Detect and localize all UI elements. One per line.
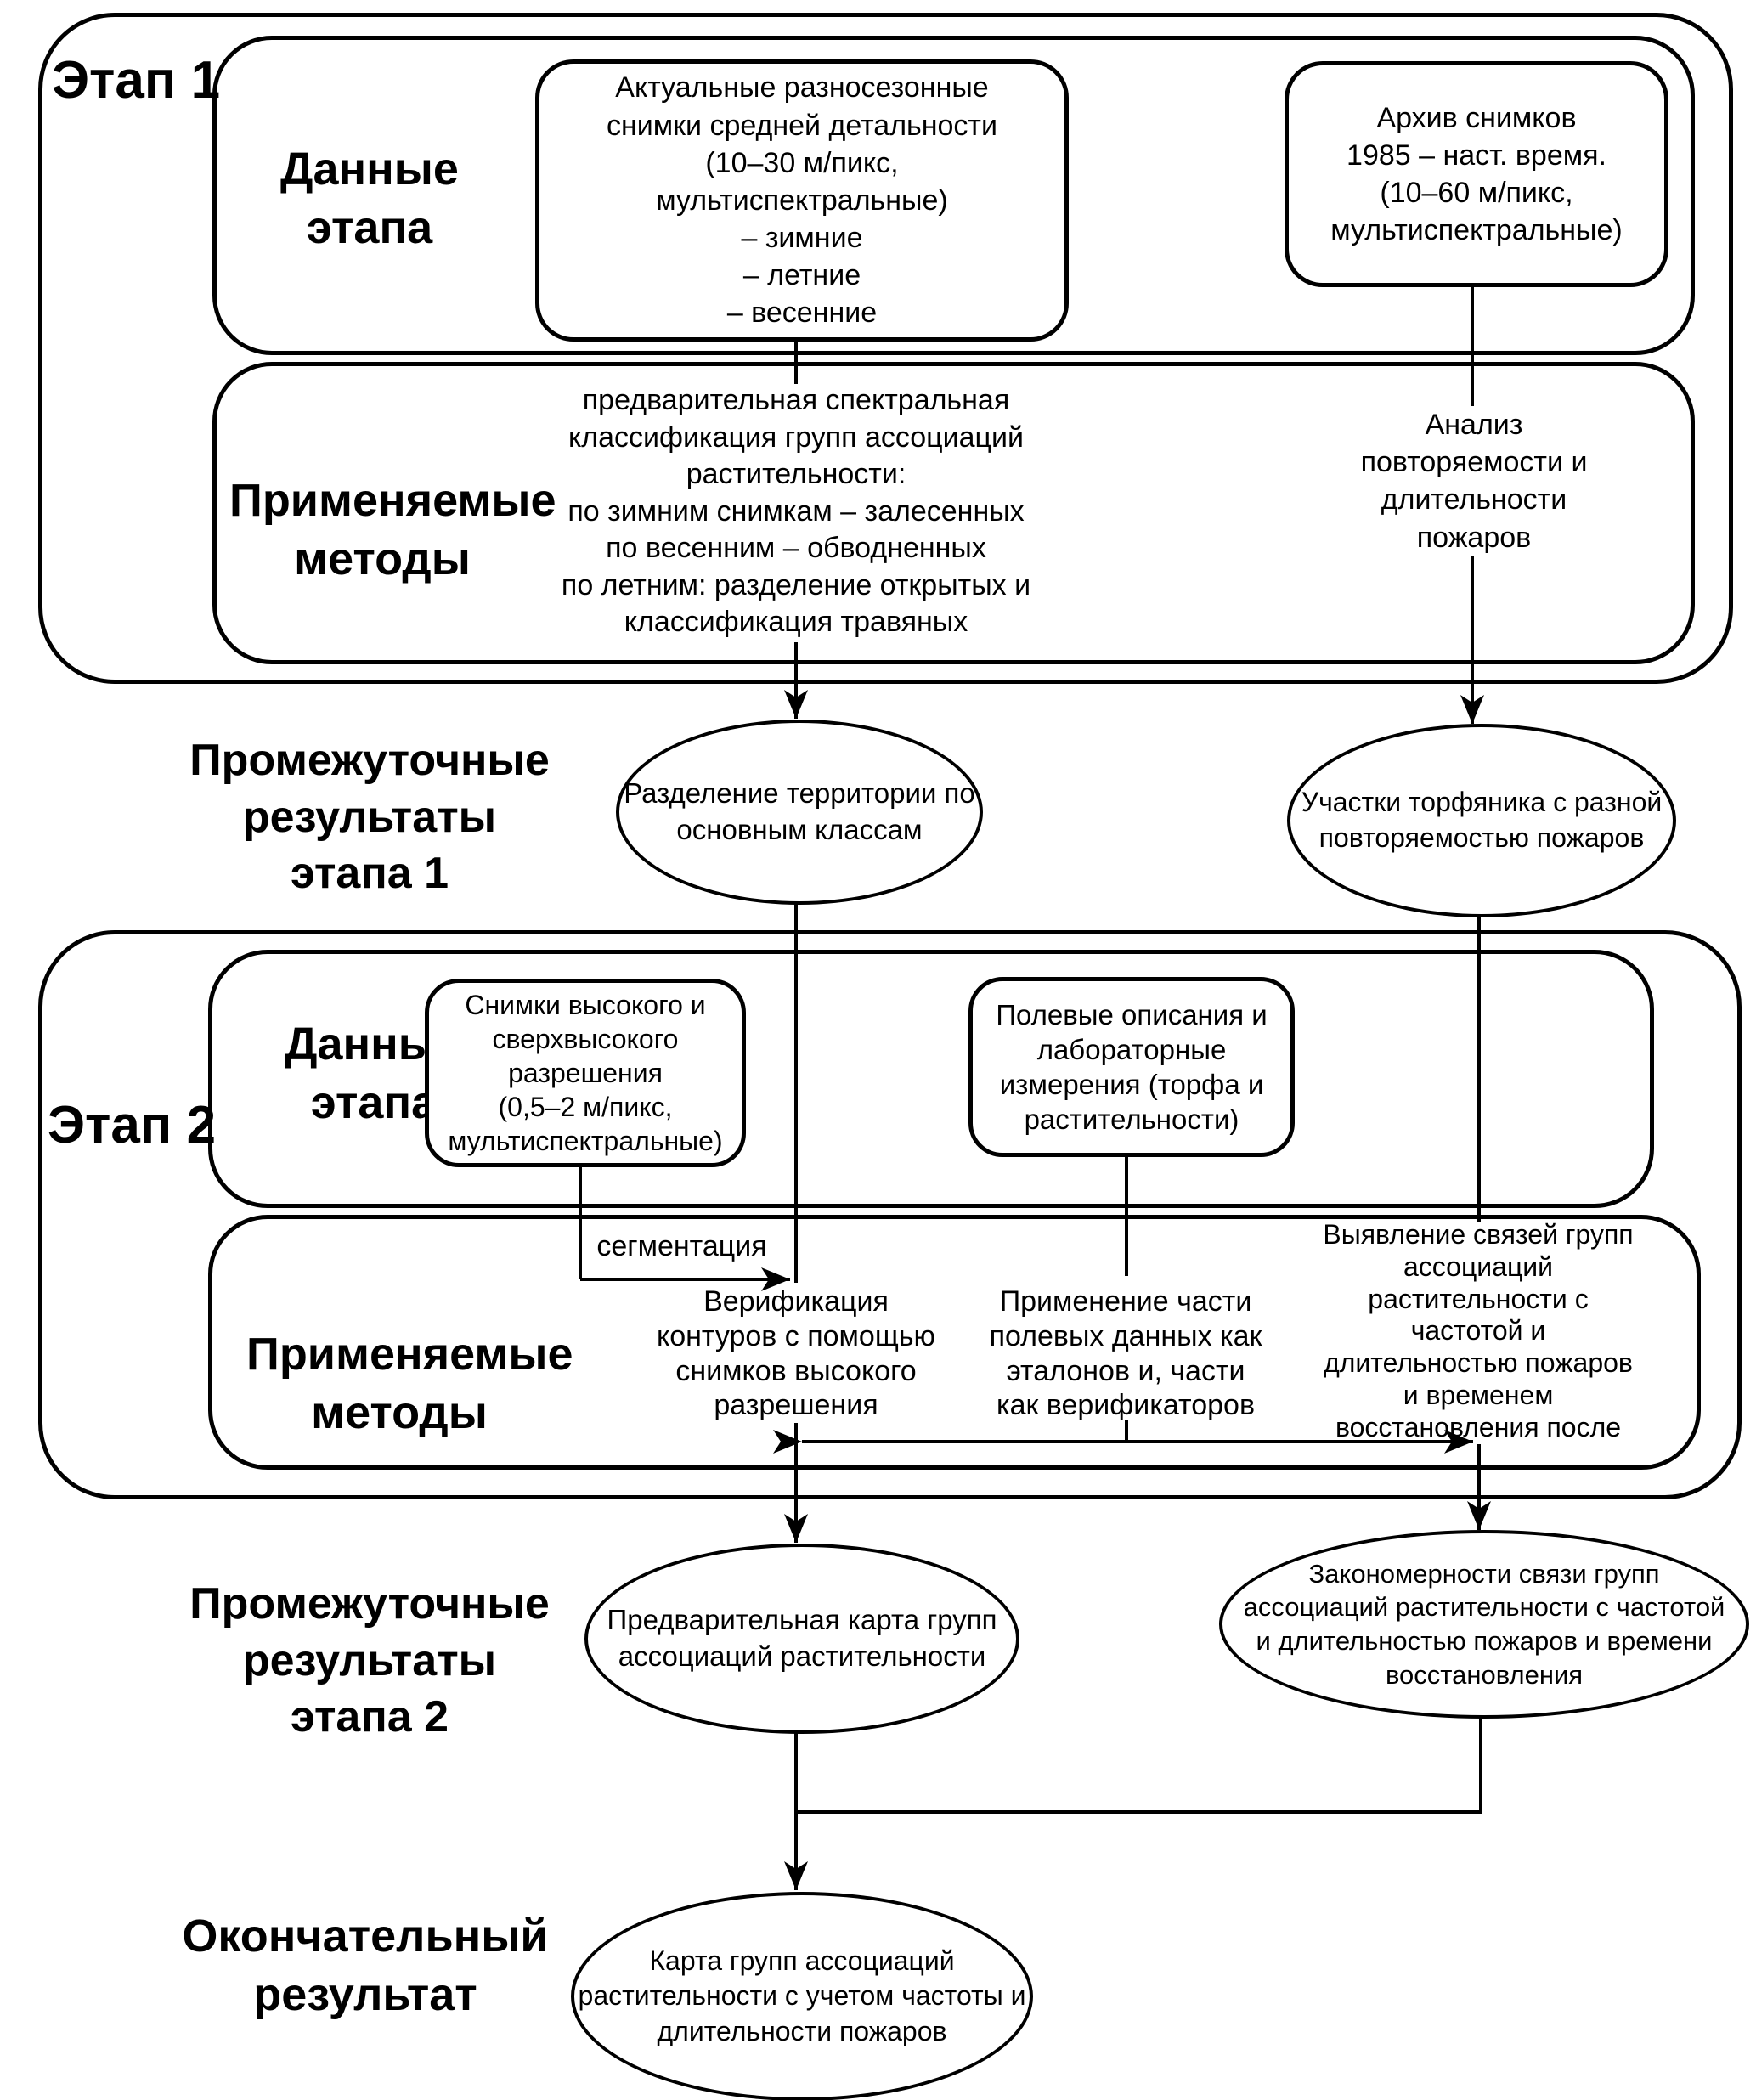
result2-right-text: Закономерности связи групп ассоциаций ра… <box>1243 1558 1725 1690</box>
stage1-label: Этап 1 <box>51 51 221 110</box>
intermediate1-label: Промежуточные результаты этапа 1 <box>189 736 550 899</box>
stage1-methods-row-label: Применяемые методы <box>229 475 556 585</box>
classification-method-text: предварительная спектральная классификац… <box>561 384 1031 639</box>
field-data-box: Полевые описания и лабораторные измерени… <box>968 977 1295 1157</box>
stage2-methods-row-label: Применяемые методы <box>246 1329 573 1439</box>
final-result-ellipse: Карта групп ассоциаций растительности с … <box>571 1892 1033 2100</box>
stage1-methods-row <box>212 362 1695 664</box>
final-result-text: Карта групп ассоциаций растительности с … <box>578 1945 1026 2046</box>
field-use-method-text: Применение части полевых данных как этал… <box>989 1285 1262 1422</box>
stage2-label: Этап 2 <box>47 1096 217 1154</box>
archive-images-box: Архив снимков 1985 – наст. время. (10–60… <box>1285 61 1668 287</box>
final-result-label: Окончательный результат <box>182 1911 549 2021</box>
stage2-container <box>38 930 1742 1499</box>
result1-right-ellipse: Участки торфяника с разной повторяемость… <box>1287 724 1676 917</box>
relations-method-text: Выявление связей групп ассоциаций растит… <box>1323 1219 1634 1442</box>
highres-images-text: Снимки высокого и сверхвысокого разрешен… <box>448 990 723 1156</box>
archive-images-text: Архив снимков 1985 – наст. время. (10–60… <box>1330 101 1623 247</box>
intermediate2-label: Промежуточные результаты этапа 2 <box>189 1579 550 1742</box>
field-data-text: Полевые описания и лабораторные измерени… <box>996 998 1268 1136</box>
result1-left-text: Разделение территории по основным класса… <box>624 777 975 845</box>
stage1-container <box>38 13 1733 684</box>
result2-left-text: Предварительная карта групп ассоциаций р… <box>607 1604 997 1672</box>
stage2-data-row <box>208 950 1654 1208</box>
result2-left-ellipse: Предварительная карта групп ассоциаций р… <box>584 1544 1019 1734</box>
stage1-data-row <box>212 36 1695 355</box>
segmentation-label: сегментация <box>596 1230 767 1262</box>
result1-left-ellipse: Разделение территории по основным класса… <box>616 720 983 905</box>
verification-method-text: Верификация контуров с помощью снимков в… <box>656 1285 936 1422</box>
stage2-methods-row <box>208 1215 1701 1470</box>
multiseason-images-box: Актуальные разносезонные снимки средней … <box>535 59 1069 342</box>
result2-right-ellipse: Закономерности связи групп ассоциаций ра… <box>1219 1530 1749 1719</box>
fire-analysis-method-text: Анализ повторяемости и длительности пожа… <box>1360 409 1588 554</box>
highres-images-box: Снимки высокого и сверхвысокого разрешен… <box>425 979 746 1167</box>
multiseason-images-text: Актуальные разносезонные снимки средней … <box>606 71 997 330</box>
stage1-data-row-label: Данные этапа <box>280 144 459 254</box>
result1-right-text: Участки торфяника с разной повторяемость… <box>1301 787 1663 853</box>
